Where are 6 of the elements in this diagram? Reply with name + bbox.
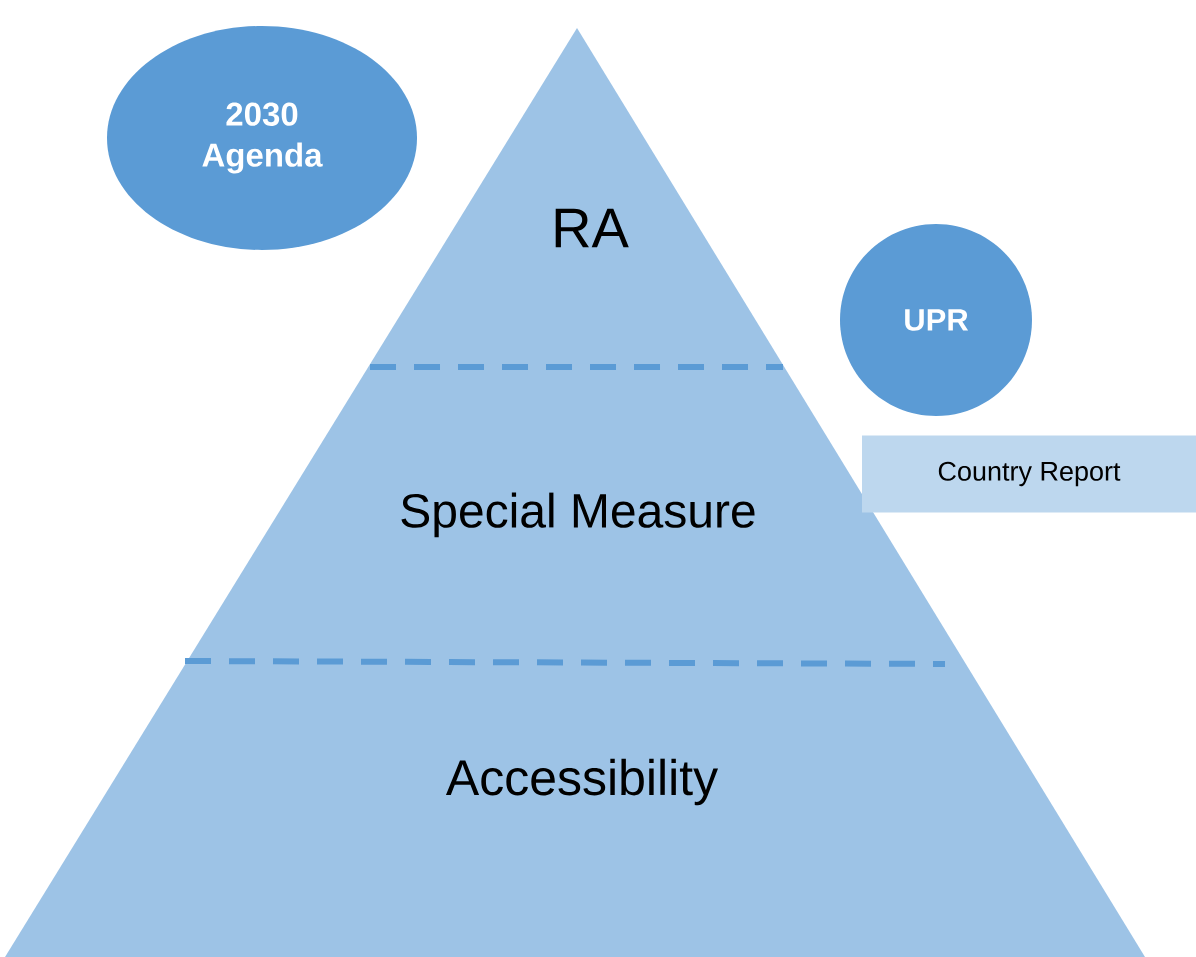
level-label: RA [555,208,629,248]
level-label: Accessibility [445,758,718,806]
circle-node: UPR [840,224,1032,416]
label-box: Country Report [862,435,1196,513]
level-label: Special Measure [401,492,755,538]
ellipse-node: 2030 Agenda [107,26,417,250]
